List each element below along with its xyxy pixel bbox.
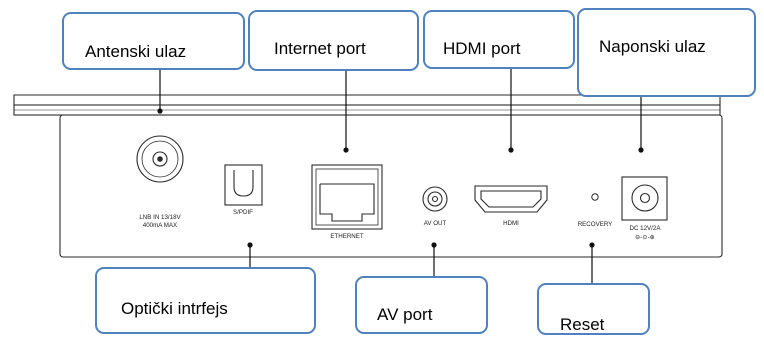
recovery-label: RECOVERY: [578, 221, 613, 228]
callout-av-port: AV port: [355, 276, 488, 334]
power-input-label: Naponski ulaz: [599, 37, 706, 56]
reset-label: Reset: [560, 315, 605, 334]
lnb-in-port: [136, 135, 184, 183]
callout-optical-interface: Optički intrfejs: [95, 267, 316, 334]
device-body: [13, 94, 723, 258]
lnb-label: LNB IN 13/18V: [139, 214, 181, 221]
hdmi-label: HDMI: [503, 220, 519, 227]
internet-port-label: Internet port: [274, 39, 366, 58]
callout-reset: Reset: [537, 283, 650, 335]
dc-polarity-label: ⊖-⊙-⊕: [635, 234, 655, 241]
av-leader-dot: [431, 242, 437, 248]
spdif-port: [224, 164, 263, 206]
antenna-leader-dot: [157, 108, 163, 114]
dc-rating-label: DC 12V/2A: [630, 225, 662, 232]
reset-leader-dot: [589, 242, 595, 248]
recovery-pinhole: [591, 193, 599, 201]
callout-internet-port: Internet port: [248, 10, 419, 71]
hdmi-connector: [474, 185, 548, 213]
hdmi-port-label: HDMI port: [443, 39, 521, 58]
optical-leader-dot: [247, 242, 253, 248]
spdif-label: S/PDIF: [233, 209, 253, 216]
lnb-current-label: 400mA MAX: [143, 222, 177, 229]
av-out-label: AV OUT: [424, 220, 447, 227]
internet-leader-dot: [343, 147, 349, 153]
antenna-input-label: Antenski ulaz: [85, 42, 187, 61]
callout-power-input: Naponski ulaz: [577, 8, 756, 97]
hdmi-leader-dot: [508, 147, 514, 153]
av-out-port: [422, 186, 448, 212]
dc-power-jack: [621, 176, 668, 221]
av-port-label: AV port: [377, 305, 433, 324]
optical-interface-label: Optički intrfejs: [121, 299, 228, 318]
ethernet-label: ETHERNET: [330, 233, 364, 240]
power-leader-dot: [638, 147, 644, 153]
callout-antenna-input: Antenski ulaz: [62, 12, 245, 70]
callout-hdmi-port: HDMI port: [423, 10, 575, 69]
ethernet-port: [311, 164, 383, 230]
